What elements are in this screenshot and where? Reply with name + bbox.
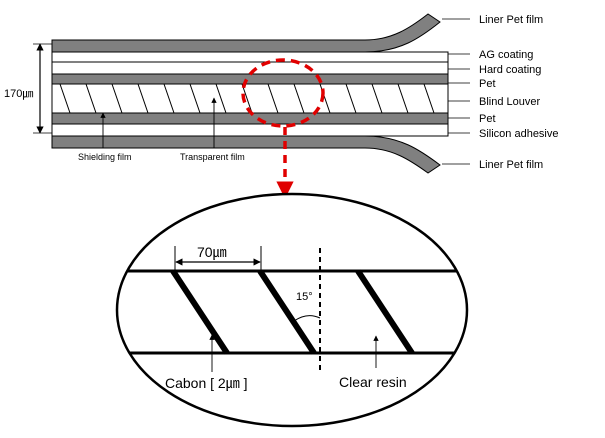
highlight-circle: [241, 58, 325, 128]
ag-coating-layer: [51, 51, 449, 63]
louver-slat: [137, 84, 149, 113]
louver-slat: [267, 84, 279, 113]
angle-label: 15°: [296, 291, 313, 303]
louver-slat: [241, 84, 253, 113]
louver-slat: [293, 84, 305, 113]
louver-slat: [189, 84, 201, 113]
carbon-slat-1: [170, 269, 230, 355]
pet-top-label: Pet: [479, 78, 496, 90]
silicon-adhesive-label: Silicon adhesive: [479, 128, 559, 140]
hard-coating-label: Hard coating: [479, 64, 541, 76]
pitch-label: 70㎛: [197, 244, 227, 261]
louver-slat: [450, 84, 460, 113]
louver-slat: [111, 84, 123, 113]
blind-louver-label: Blind Louver: [479, 96, 540, 108]
transparent-film-label: Transparent film: [180, 152, 245, 162]
louver-slat: [371, 84, 383, 113]
silicon-adhesive-layer: [51, 123, 449, 137]
liner-bottom-label: Liner Pet film: [479, 159, 543, 171]
louver-slat: [345, 84, 357, 113]
liner-bottom-film: [51, 135, 441, 174]
liner-top-film: [51, 13, 441, 53]
pet-bottom-label: Pet: [479, 113, 496, 125]
pet-bottom-layer: [51, 112, 449, 125]
carbon-slat-2: [257, 269, 317, 355]
angle-arc: [293, 315, 321, 322]
louver-slat: [423, 84, 435, 113]
ag-coating-label: AG coating: [479, 49, 533, 61]
louver-slat: [397, 84, 409, 113]
louver-slat: [215, 84, 227, 113]
louver-slat: [59, 84, 71, 113]
detail-ellipse: [115, 192, 469, 428]
carbon-label: Cabon [ 2㎛ ]: [165, 375, 248, 392]
layer-callouts: [442, 18, 470, 165]
detail-view: 15° 70㎛ Cabon [ 2㎛ ] Clear resin: [115, 192, 469, 428]
louver-slat: [85, 84, 97, 113]
layer-stack: [51, 13, 460, 174]
shielding-film-label: Shielding film: [78, 152, 132, 162]
louver-slat: [163, 84, 175, 113]
carbon-slat-3: [355, 269, 415, 355]
liner-top-label: Liner Pet film: [479, 14, 543, 26]
thickness-label: 170㎛: [4, 88, 33, 100]
pet-top-layer: [51, 73, 449, 85]
clear-resin-label: Clear resin: [339, 374, 407, 390]
